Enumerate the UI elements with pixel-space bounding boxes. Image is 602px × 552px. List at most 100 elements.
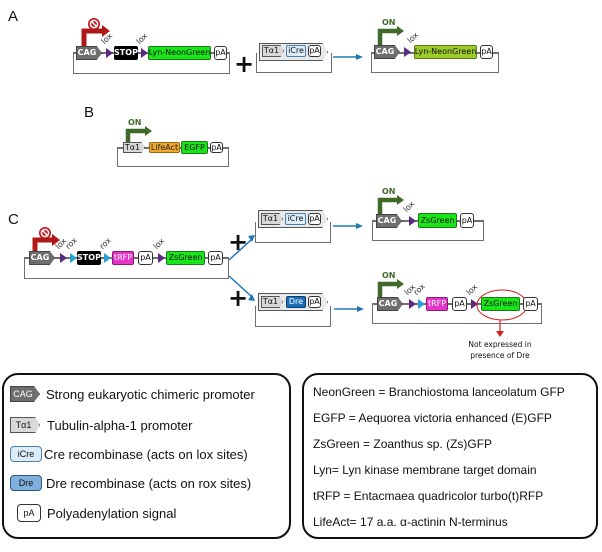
legend-item-ta1: Tα1 Tubulin-alpha-1 promoter: [10, 417, 192, 433]
polya-signal: pA: [308, 296, 321, 308]
cag-promoter: CAG: [377, 297, 403, 311]
legend-text: Strong eukaryotic chimeric promoter: [46, 386, 255, 402]
cag-promoter: CAG: [29, 251, 55, 265]
rox-site-icon: [70, 253, 77, 263]
polya-signal: pA: [480, 45, 493, 59]
lox-site-icon: [106, 48, 113, 58]
icre-symbol: iCre: [10, 446, 42, 462]
ta1-promoter: Tα1: [262, 45, 284, 57]
lox-site-icon: [141, 48, 148, 58]
plus-sign: +: [228, 228, 249, 256]
backbone: [255, 222, 331, 243]
backbone: [372, 303, 542, 324]
definition-trfp: tRFP = Entacmaea quadricolor turbo(t)RFP: [313, 489, 544, 503]
legend-symbols: CAG Strong eukaryotic chimeric promoter …: [2, 373, 291, 539]
rox-site-icon: [104, 253, 111, 263]
legend-item-cag: CAG Strong eukaryotic chimeric promoter: [10, 386, 255, 402]
panel-a-label: A: [8, 8, 19, 25]
lifeact-gene: LifeAct: [149, 142, 180, 153]
arrow-right-icon: [333, 54, 363, 60]
polya-signal: pA: [523, 297, 538, 311]
lox-site-icon: [409, 216, 416, 226]
ta1-symbol: Tα1: [10, 417, 40, 433]
on-promoter-arrow-icon: [377, 279, 404, 299]
definition-neongreen: NeonGreen = Branchiostoma lanceolatum GF…: [313, 385, 565, 399]
backbone: [24, 257, 229, 279]
legend-text: Tubulin-alpha-1 promoter: [47, 417, 193, 433]
icre-recombinase: iCre: [285, 213, 306, 225]
cag-promoter: CAG: [374, 45, 400, 59]
stop-cassette: STOP: [77, 251, 101, 265]
branch-arrows-icon: [228, 235, 255, 301]
backbone: [117, 147, 229, 167]
off-promoter-arrow-icon: [32, 227, 60, 257]
backbone: [256, 53, 332, 73]
polya-signal: pA: [210, 142, 223, 153]
on-promoter-arrow-icon: [377, 26, 404, 46]
ta1-promoter: Tα1: [123, 142, 145, 153]
legend-text: Dre recombinase (acts on rox sites): [46, 475, 252, 491]
backbone: [255, 306, 331, 327]
cag-symbol: CAG: [10, 386, 40, 402]
lox-label: lox: [405, 30, 421, 45]
lox-label: lox: [134, 31, 150, 46]
legend-text: Cre recombinase (acts on lox sites): [44, 446, 248, 462]
definition-lifeact: LifeAct= 17 a.a. α-actinin N-terminus: [313, 515, 508, 529]
on-label: ON: [382, 187, 396, 196]
polya-signal: pA: [452, 297, 467, 311]
legend-item-pa: pA Polyadenylation signal: [17, 504, 176, 522]
arrow-right-icon: [334, 306, 364, 312]
on-label: ON: [382, 271, 396, 280]
on-label: ON: [382, 18, 396, 27]
lox-site-icon: [404, 47, 411, 57]
legend-definitions: NeonGreen = Branchiostoma lanceolatum GF…: [302, 373, 598, 539]
polya-signal: pA: [308, 213, 321, 225]
cag-promoter: CAG: [376, 214, 402, 228]
definition-zsgreen: ZsGreen = Zoanthus sp. (Zs)GFP: [313, 437, 493, 451]
lox-site-icon: [471, 299, 478, 309]
definition-egfp: EGFP = Aequorea victoria enhanced (E)GFP: [313, 411, 552, 425]
legend-item-dre: Dre Dre recombinase (acts on rox sites): [10, 475, 251, 491]
lox-site-icon: [409, 299, 416, 309]
polya-signal: pA: [460, 213, 474, 228]
on-promoter-arrow-icon: [125, 126, 152, 146]
cag-promoter: CAG: [76, 46, 102, 60]
lox-site-icon: [158, 253, 165, 263]
ta1-promoter: Tα1: [261, 296, 283, 308]
rox-site-icon: [418, 299, 425, 309]
lox-site-icon: [60, 253, 67, 263]
trfp-gene: tRFP: [112, 251, 134, 265]
backbone: [73, 52, 230, 74]
lox-label: lox: [151, 236, 167, 251]
trfp-gene: tRFP: [426, 297, 448, 311]
panel-b-label: B: [84, 104, 95, 121]
definition-lyn: Lyn= Lyn kinase membrane target domain: [313, 463, 537, 477]
dre-symbol: Dre: [10, 475, 42, 491]
polya-signal: pA: [208, 251, 223, 265]
panel-c-label: C: [8, 211, 19, 228]
on-promoter-arrow-icon: [377, 195, 404, 215]
down-arrow-icon: [496, 320, 504, 337]
on-label: ON: [128, 118, 142, 127]
ta1-promoter: Tα1: [261, 213, 283, 225]
icre-recombinase: iCre: [286, 45, 306, 57]
backbone: [372, 220, 484, 241]
rox-label: rox: [97, 235, 113, 251]
legend-text: Polyadenylation signal: [47, 505, 177, 521]
polya-signal: pA: [214, 46, 227, 60]
backbone: [371, 52, 499, 73]
lyn-neongreen-gene: Lyn-NeonGreen: [414, 45, 477, 59]
legend-item-icre: iCre Cre recombinase (acts on lox sites): [10, 446, 248, 462]
off-promoter-arrow-icon: [81, 18, 110, 50]
not-expressed-note: Not expressed in presence of Dre: [468, 340, 532, 360]
polya-signal: pA: [308, 45, 321, 57]
pa-symbol: pA: [17, 504, 41, 522]
dre-recombinase: Dre: [286, 296, 306, 308]
egfp-gene: EGFP: [181, 141, 208, 154]
zsgreen-gene: ZsGreen: [418, 213, 457, 228]
stop-cassette: STOP: [114, 46, 138, 60]
zsgreen-gene: ZsGreen: [481, 297, 520, 311]
zsgreen-gene: ZsGreen: [166, 251, 205, 265]
plus-sign: +: [234, 50, 255, 78]
plus-sign: +: [228, 284, 249, 312]
